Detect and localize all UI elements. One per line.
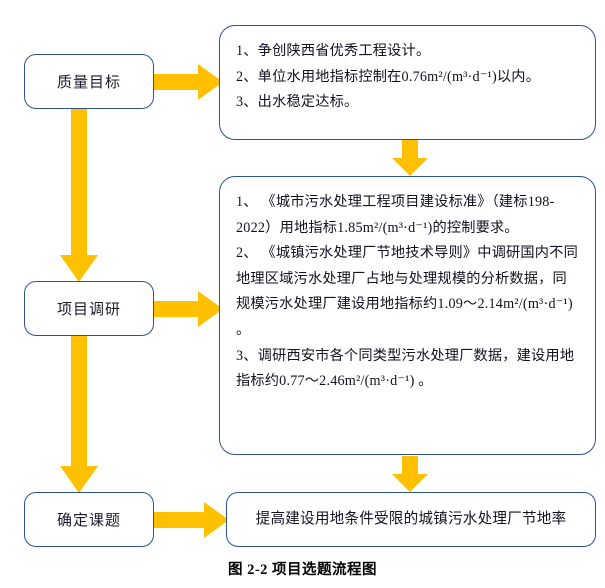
arrow-survey-to-result <box>392 456 428 492</box>
arrow-research-to-survey <box>154 291 224 327</box>
finding-item-3: 3、调研西安市各个同类型污水处理厂数据，建设用地指标约0.77～2.46m²/(… <box>236 347 575 390</box>
arrow-research-to-topic <box>60 336 98 493</box>
panel-quality-goals[interactable]: 1、争创陕西省优秀工程设计。 2、单位水用地指标控制在0.76m²/(m³·d⁻… <box>219 25 596 140</box>
goal-item-1: 1、争创陕西省优秀工程设计。 <box>236 43 431 59</box>
arrow-goals-to-survey <box>392 140 428 176</box>
panel-selected-topic[interactable]: 提高建设用地条件受限的城镇污水处理厂节地率 <box>226 492 596 547</box>
stage-box-determine-topic[interactable]: 确定课题 <box>24 492 154 547</box>
panel-research-findings[interactable]: 1、 《城市污水处理工程项目建设标准》（建标198-2022）用地指标1.85m… <box>219 176 596 455</box>
finding-item-1: 1、 《城市污水处理工程项目建设标准》（建标198-2022）用地指标1.85m… <box>236 194 555 236</box>
arrow-topic-to-result <box>154 502 230 538</box>
arrow-quality-to-goals <box>154 64 224 100</box>
finding-item-2: 2、 《城镇污水处理厂节地技术导则》中调研国内不同地理区域污水处理厂占地与处理规… <box>236 245 578 338</box>
selected-topic-text: 提高建设用地条件受限的城镇污水处理厂节地率 <box>255 510 567 527</box>
arrow-quality-to-research <box>60 109 98 282</box>
stage-box-project-research[interactable]: 项目调研 <box>24 281 154 336</box>
figure-caption: 图 2-2 项目选题流程图 <box>227 562 378 578</box>
stage-label: 确定课题 <box>56 513 121 529</box>
goal-item-3: 3、出水稳定达标。 <box>236 94 359 111</box>
stage-label: 项目调研 <box>56 302 121 318</box>
stage-box-quality-goal[interactable]: 质量目标 <box>24 54 154 109</box>
stage-label: 质量目标 <box>56 75 121 91</box>
goal-item-2: 2、单位水用地指标控制在0.76m²/(m³·d⁻¹)以内。 <box>236 68 541 85</box>
